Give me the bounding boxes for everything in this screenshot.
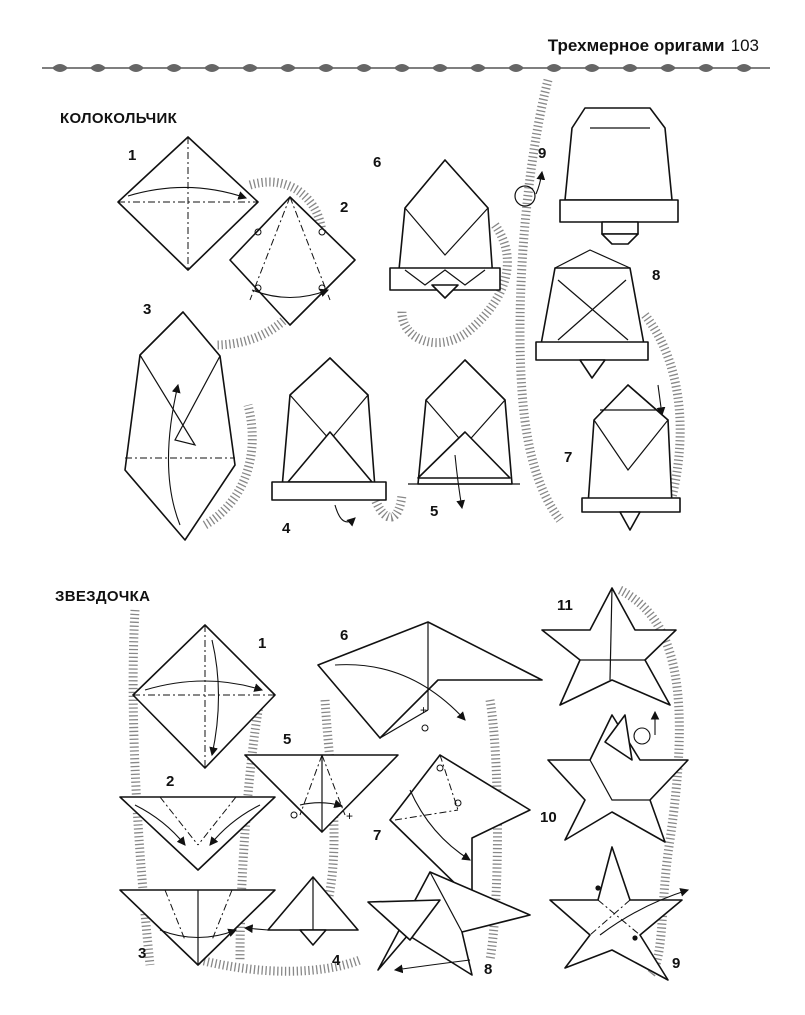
step-number: 8 <box>652 267 660 284</box>
ornament-leaf <box>280 64 296 72</box>
star-step-10: 10 <box>540 710 689 843</box>
ornament-leaf <box>508 64 524 72</box>
ornament-leaf <box>736 64 752 72</box>
ornament-leaf <box>432 64 448 72</box>
ornament-leaf <box>394 64 410 72</box>
running-header: Трехмерное оригами 103 <box>548 36 759 56</box>
step-number: 5 <box>283 731 291 748</box>
star-step-1: 1 <box>132 624 276 769</box>
svg-text:+: + <box>420 703 427 717</box>
ornament-leaf <box>166 64 182 72</box>
ornament-leaf <box>90 64 106 72</box>
ornament-leaf <box>356 64 372 72</box>
bell-step-2: 2 <box>229 196 356 326</box>
star-step-11: 11 <box>541 587 677 706</box>
ornament-leaf <box>622 64 638 72</box>
ornament-leaf <box>546 64 562 72</box>
step-number: 9 <box>672 955 680 972</box>
step-number: 7 <box>564 449 572 466</box>
page-number: 103 <box>730 36 759 55</box>
ornament-leaf <box>204 64 220 72</box>
ornament-leaf <box>128 64 144 72</box>
step-number: 6 <box>373 154 381 171</box>
bell-step-8: 8 <box>535 249 660 379</box>
step-number: 3 <box>138 945 146 962</box>
star-step-6: 6 + <box>317 621 543 739</box>
ornament-leaf <box>242 64 258 72</box>
step-number: 6 <box>340 627 348 644</box>
page-title: Трехмерное оригами <box>547 36 725 55</box>
ornament-leaf <box>660 64 676 72</box>
section-title-star: ЗВЕЗДОЧКА <box>55 588 151 605</box>
step-number: 1 <box>128 147 136 164</box>
step-number: 2 <box>340 199 348 216</box>
ornament-leaf <box>584 64 600 72</box>
step-number: 9 <box>538 145 546 162</box>
step-number: 7 <box>373 827 381 844</box>
ornament-leaf <box>470 64 486 72</box>
ornament-leaf <box>698 64 714 72</box>
step-number: 3 <box>143 301 151 318</box>
ornament-rule <box>42 64 770 72</box>
bell-step-4: 4 <box>271 357 387 537</box>
bell-step-6: 6 <box>373 154 501 299</box>
step-number: 5 <box>430 503 438 520</box>
step-number: 4 <box>332 952 341 969</box>
bell-step-7: 7 <box>564 384 681 531</box>
step-number: 10 <box>540 809 557 826</box>
bell-step-5: 5 <box>408 359 520 520</box>
star-step-8: 8 <box>367 871 531 978</box>
svg-text:+: + <box>346 809 353 823</box>
section-title-bell: КОЛОКОЛЬЧИК <box>60 110 178 127</box>
step-number: 2 <box>166 773 174 790</box>
star-step-9: 9 <box>549 846 690 981</box>
ornament-leaf <box>52 64 68 72</box>
star-step-2: 2 <box>119 773 276 871</box>
bell-step-1: 1 <box>117 136 259 271</box>
star-step-3: 3 <box>119 889 276 966</box>
star-step-7: 7 <box>373 754 531 901</box>
step-number: 8 <box>484 961 492 978</box>
step-number: 4 <box>282 520 291 537</box>
bell-step-9: 9 <box>514 107 679 245</box>
step-number: 11 <box>557 597 573 614</box>
ornament-leaf <box>318 64 334 72</box>
bell-step-3: 3 <box>124 301 236 541</box>
star-step-5: 5 + <box>244 731 399 833</box>
step-number: 1 <box>258 635 266 652</box>
star-step-4: 4 <box>243 876 359 969</box>
